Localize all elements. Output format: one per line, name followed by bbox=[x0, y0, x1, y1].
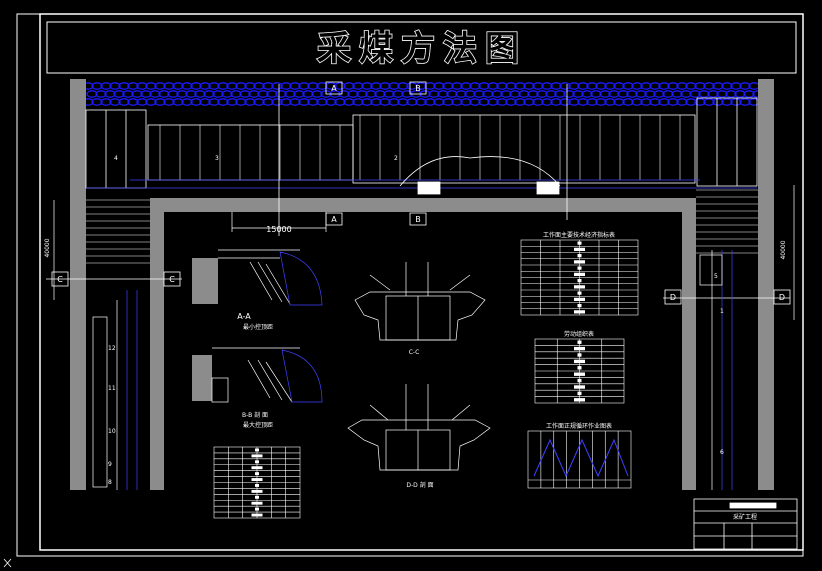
dd-title: D-D 剖 面 bbox=[406, 481, 433, 489]
callout-4: 4 bbox=[114, 155, 118, 162]
coal-seam bbox=[82, 80, 764, 110]
table-technical-indicators bbox=[520, 239, 639, 316]
title-block-label: 采矿工程 bbox=[733, 513, 757, 521]
table3-title: 工作面正规循环作业图表 bbox=[546, 422, 612, 430]
table-bottom-left bbox=[213, 446, 301, 519]
callout-11: 11 bbox=[108, 385, 116, 392]
table-labor-organization bbox=[534, 338, 625, 404]
dimension-width: 15000 bbox=[266, 225, 291, 234]
table2-title: 劳动组织表 bbox=[564, 330, 594, 338]
callout-8: 8 bbox=[108, 479, 112, 486]
marker-d-right: D bbox=[779, 293, 785, 302]
bb-title: B-B 剖 面 bbox=[242, 411, 268, 419]
callout-3: 3 bbox=[215, 155, 219, 162]
callout-9: 9 bbox=[108, 461, 112, 468]
inner-frame bbox=[39, 13, 804, 551]
marker-d-left: D bbox=[670, 293, 676, 302]
callout-6: 6 bbox=[720, 449, 724, 456]
section-aa bbox=[192, 249, 323, 306]
bb-caption: 最大控顶距 bbox=[243, 421, 273, 429]
dimension-lines bbox=[53, 185, 795, 320]
left-shaft bbox=[92, 290, 138, 490]
callout-1: 1 bbox=[720, 308, 724, 315]
title-block bbox=[693, 498, 798, 550]
callout-12: 12 bbox=[108, 345, 116, 352]
face-supports bbox=[85, 97, 758, 195]
table-cycle-chart bbox=[527, 430, 632, 489]
callout-10: 10 bbox=[108, 428, 116, 435]
table1-title: 工作面主要技术经济指标表 bbox=[543, 231, 615, 239]
marker-c-left: C bbox=[57, 275, 63, 284]
dimension-right-height: 40000 bbox=[780, 240, 787, 259]
callout-5: 5 bbox=[714, 273, 718, 280]
aa-caption: 最小控顶距 bbox=[243, 323, 273, 331]
dimension-left-height: 40000 bbox=[44, 238, 51, 257]
drawing-title: 采煤方法图 bbox=[317, 29, 527, 69]
title-box bbox=[46, 21, 797, 74]
section-bb bbox=[192, 347, 323, 403]
marker-a-bottom: A bbox=[331, 215, 337, 224]
cursor-x-icon bbox=[3, 558, 12, 568]
section-cc bbox=[354, 262, 486, 341]
callout-2: 2 bbox=[394, 155, 398, 162]
marker-b-top: B bbox=[415, 84, 421, 93]
rock-frame bbox=[70, 79, 774, 490]
marker-b-bottom: B bbox=[415, 215, 421, 224]
right-shaft bbox=[699, 250, 733, 490]
marker-c-right: C bbox=[169, 275, 175, 284]
marker-a-top: A bbox=[331, 84, 337, 93]
roadway-hatching bbox=[86, 189, 758, 264]
cc-title: C-C bbox=[409, 349, 420, 356]
section-dd bbox=[347, 384, 491, 471]
aa-title: A-A bbox=[237, 312, 251, 321]
